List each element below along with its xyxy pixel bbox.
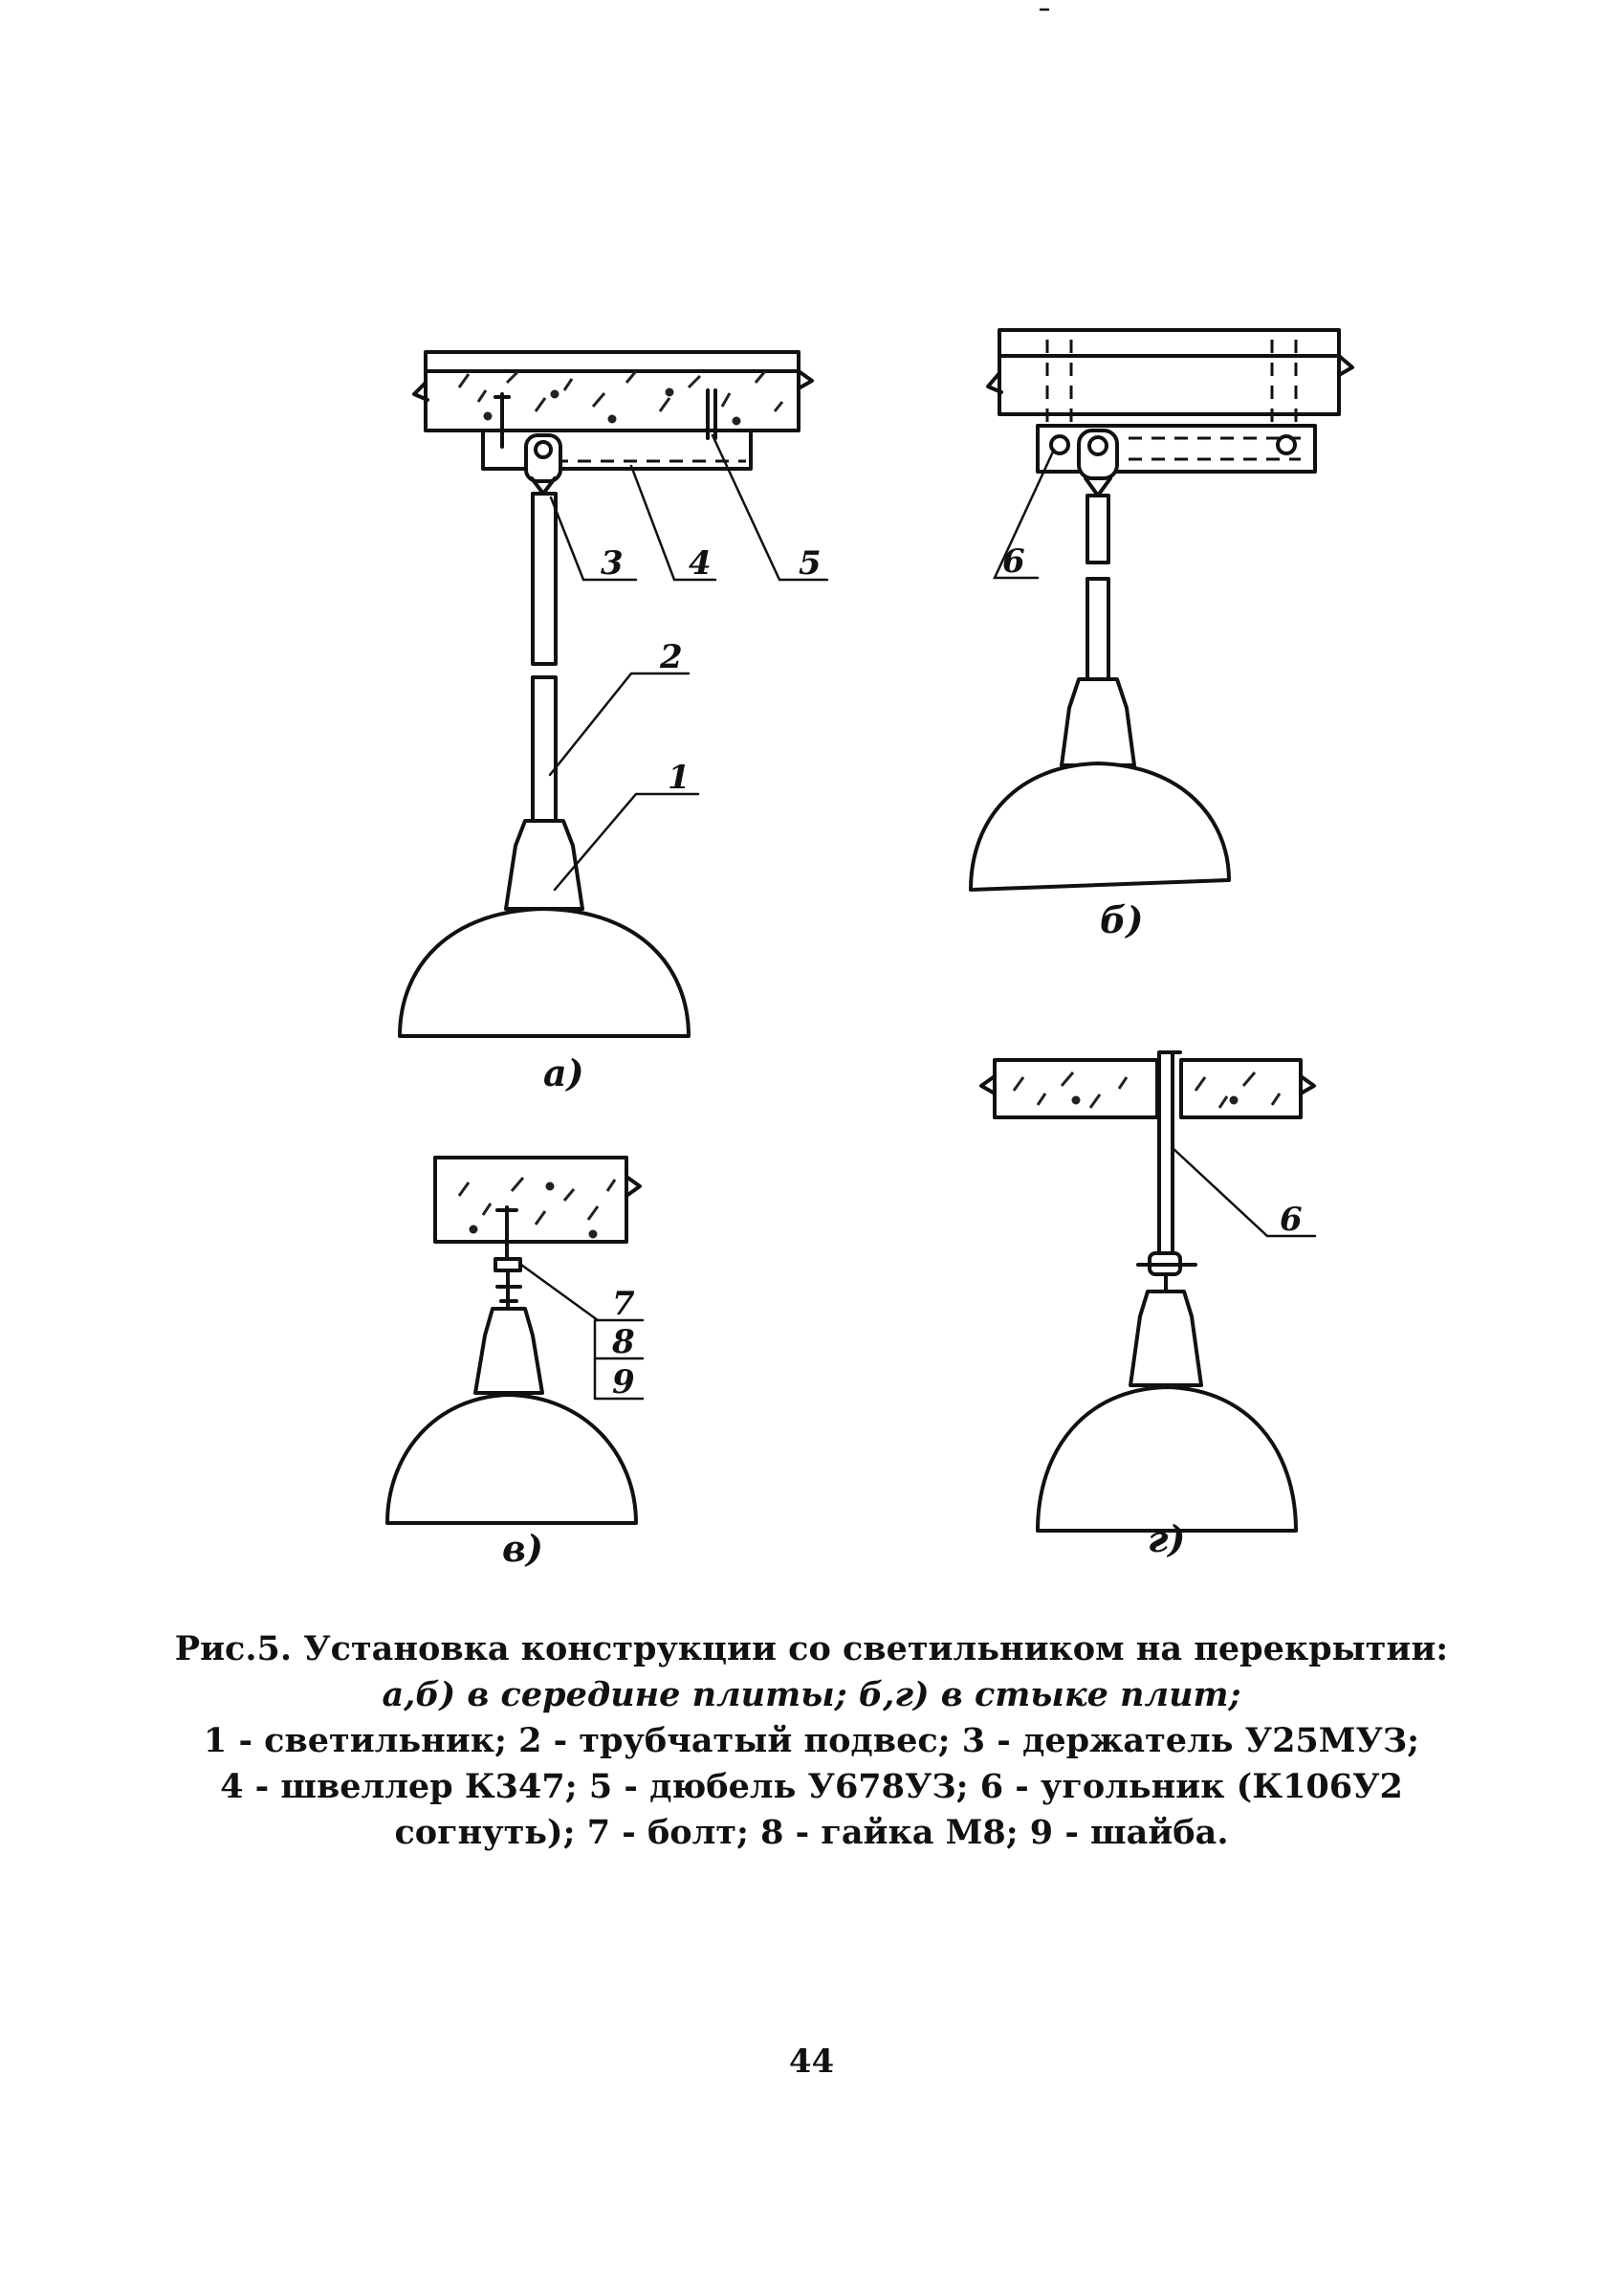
- callout-2: 2: [659, 638, 683, 676]
- angle-bracket-g: [1157, 1050, 1182, 1267]
- callout-7: 7: [612, 1285, 635, 1323]
- subfigure-label-g: г): [1148, 1517, 1185, 1560]
- slab-g-right: [1179, 1058, 1303, 1119]
- callout-9: 9: [612, 1363, 635, 1402]
- subfigure-label-v: в): [502, 1527, 543, 1570]
- callout-6-g: 6: [1280, 1201, 1303, 1239]
- callout-5: 5: [799, 544, 822, 583]
- dowel-a: [493, 388, 717, 449]
- caption-line-2: а,б) в середине плиты; б,г) в стыке плит…: [382, 1675, 1241, 1714]
- slab-g-hatching: [1012, 1071, 1282, 1109]
- installation-drawing: 3 4 5 2 1 а): [385, 8, 1354, 1570]
- slab-v-hatching: [457, 1177, 617, 1239]
- lamp-a: [398, 819, 691, 1038]
- lamp-v: [385, 1307, 638, 1525]
- subfigure-label-a: а): [543, 1051, 584, 1094]
- callout-8: 8: [611, 1323, 635, 1361]
- tube-b-upper: [1086, 494, 1110, 564]
- slab-v: [433, 1156, 628, 1244]
- bolt-v: [495, 1205, 518, 1265]
- figure-b: 6 б): [969, 328, 1354, 941]
- figure-a: 3 4 5 2 1 а): [398, 350, 829, 1094]
- tube-a-upper: [531, 492, 558, 666]
- subfigure-label-b: б): [1100, 898, 1143, 941]
- slab-g-left: [993, 1058, 1159, 1119]
- figure-caption: Рис.5. Установка конструкции со светильн…: [143, 1626, 1480, 1856]
- caption-line-3: 1 - светильник; 2 - трубчатый подвес; 3 …: [203, 1721, 1420, 1760]
- callout-4: 4: [689, 544, 712, 583]
- callout-1: 1: [668, 759, 691, 797]
- caption-line-1: Рис.5. Установка конструкции со светильн…: [174, 1629, 1449, 1668]
- figure-v: 7 8 9 в): [385, 1156, 645, 1570]
- callout-6-b: 6: [1002, 542, 1025, 581]
- caption-line-4: 4 - швеллер К347; 5 - дюбель У678УЗ; 6 -…: [220, 1767, 1403, 1806]
- figure-g: 6 г): [979, 1050, 1317, 1560]
- caption-line-5: согнуть); 7 - болт; 8 - гайка М8; 9 - ша…: [394, 1813, 1229, 1852]
- tube-b-lower: [1086, 577, 1110, 681]
- callout-3: 3: [601, 544, 624, 583]
- tube-a-lower: [531, 675, 558, 823]
- slab-a-hatching: [457, 369, 784, 426]
- slab-b: [998, 328, 1341, 416]
- lamp-b: [969, 677, 1231, 892]
- channel-a: [481, 429, 753, 471]
- lamp-g: [1036, 1290, 1298, 1533]
- page-number: 44: [788, 2042, 835, 2081]
